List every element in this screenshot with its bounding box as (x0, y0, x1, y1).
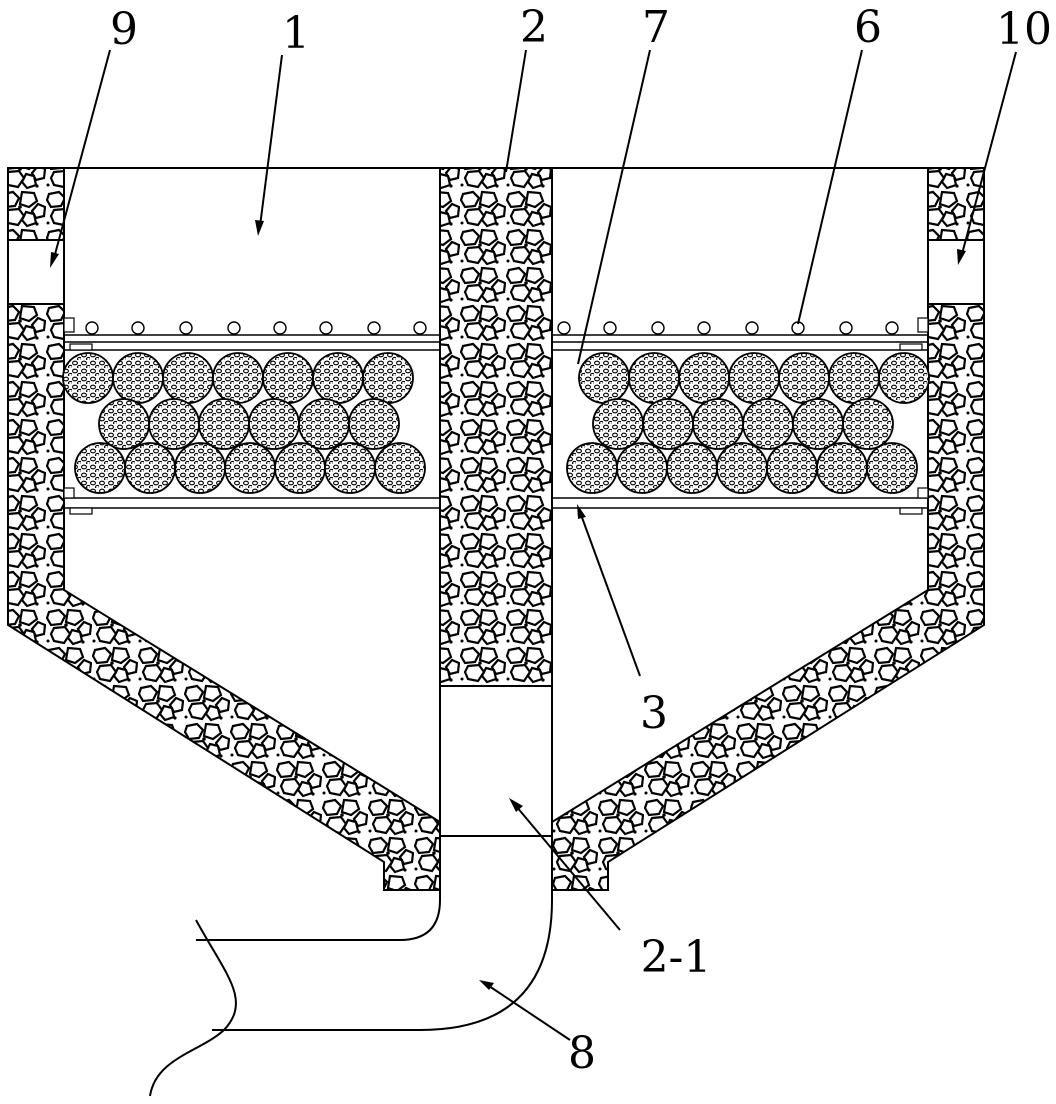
filter-ball (742, 398, 794, 450)
aeration-hole (273, 321, 287, 335)
label-6: 6 (854, 2, 882, 53)
filter-ball (124, 442, 176, 494)
filter-ball (62, 352, 114, 404)
filter-ball (74, 442, 126, 494)
filter-ball (642, 398, 694, 450)
filter-ball (878, 352, 930, 404)
filter-balls (62, 352, 930, 494)
filter-ball (766, 442, 818, 494)
filter-ball (312, 352, 364, 404)
filter-ball (298, 398, 350, 450)
filter-ball (828, 352, 880, 404)
left-wall-concrete (7, 303, 441, 891)
filter-ball (198, 398, 250, 450)
filter-ball (348, 398, 400, 450)
filter-ball (616, 442, 668, 494)
aeration-hole (131, 321, 145, 335)
label-1: 1 (282, 8, 310, 59)
aeration-hole (413, 321, 427, 335)
filter-frame (63, 317, 929, 515)
filter-ball (212, 352, 264, 404)
filter-ball (778, 352, 830, 404)
aeration-hole (367, 321, 381, 335)
aeration-hole (227, 321, 241, 335)
aeration-hole (603, 321, 617, 335)
filter-ball (324, 442, 376, 494)
filter-ball (692, 398, 744, 450)
filter-ball (666, 442, 718, 494)
aeration-hole (697, 321, 711, 335)
label-3: 3 (640, 688, 668, 739)
label-8: 8 (568, 1028, 596, 1079)
inlet-opening-left (7, 239, 65, 305)
outlet-opening-right (927, 239, 985, 305)
aeration-hole (557, 321, 571, 335)
aeration-holes-row (85, 321, 899, 335)
filter-ball (374, 442, 426, 494)
filter-ball (592, 398, 644, 450)
filter-ball (98, 398, 150, 450)
label-2-1: 2-1 (641, 932, 712, 983)
filter-ball (174, 442, 226, 494)
right-wall-concrete (551, 303, 985, 891)
filter-ball (362, 352, 414, 404)
filter-ball (792, 398, 844, 450)
filter-ball (842, 398, 894, 450)
aeration-hole (885, 321, 899, 335)
aeration-hole (179, 321, 193, 335)
filter-ball (678, 352, 730, 404)
filter-ball (148, 398, 200, 450)
label-9: 9 (110, 4, 138, 55)
filter-ball (224, 442, 276, 494)
filter-ball (262, 352, 314, 404)
aeration-hole (651, 321, 665, 335)
filter-ball (628, 352, 680, 404)
label-10: 10 (996, 4, 1052, 55)
filter-ball (274, 442, 326, 494)
label-2: 2 (520, 2, 548, 53)
aeration-hole (85, 321, 99, 335)
filter-ball (566, 442, 618, 494)
filter-ball (866, 442, 918, 494)
filter-ball (578, 352, 630, 404)
aeration-hole (319, 321, 333, 335)
filter-ball (162, 352, 214, 404)
aeration-hole (839, 321, 853, 335)
leader-lines (50, 49, 1017, 1041)
filter-ball (248, 398, 300, 450)
filter-ball (716, 442, 768, 494)
outlet-pipe (149, 838, 553, 1097)
label-7: 7 (642, 2, 670, 53)
filter-ball (816, 442, 868, 494)
left-wall-upper-block (7, 167, 65, 241)
filter-ball (728, 352, 780, 404)
filter-ball (112, 352, 164, 404)
aeration-hole (745, 321, 759, 335)
central-pipe-2-1 (439, 685, 553, 837)
central-column (439, 167, 553, 687)
